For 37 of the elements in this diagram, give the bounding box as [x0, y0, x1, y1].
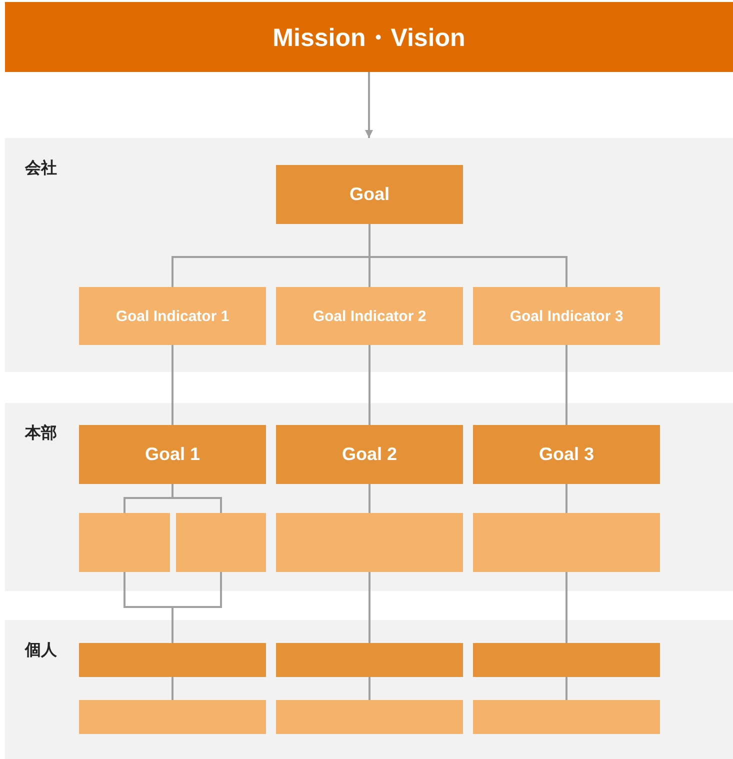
connector-line [172, 345, 174, 425]
connector-line [566, 345, 568, 425]
empty-box [79, 513, 170, 572]
connector-line [566, 677, 568, 700]
level-label: 会社 [25, 158, 57, 179]
empty-box [176, 513, 266, 572]
title-banner: Mission・Vision [5, 2, 733, 72]
empty-bar [276, 643, 463, 677]
connector-line [368, 677, 370, 700]
indicator-box: Goal Indicator 3 [473, 287, 660, 345]
goal-box: Goal 3 [473, 425, 660, 484]
empty-box [473, 513, 660, 572]
empty-bar [79, 643, 266, 677]
level-band [5, 403, 733, 591]
empty-bar [473, 643, 660, 677]
level-band [5, 138, 733, 372]
connector-line [368, 484, 370, 513]
level-label: 本部 [25, 423, 57, 444]
indicator-box: Goal Indicator 2 [276, 287, 463, 345]
indicator-box: Goal Indicator 1 [79, 287, 266, 345]
empty-box [276, 513, 463, 572]
level-band [5, 620, 733, 759]
connector-line [566, 484, 568, 513]
connector-line [368, 345, 370, 425]
empty-bar [79, 700, 266, 734]
level-label: 個人 [25, 641, 57, 661]
empty-bar [473, 700, 660, 734]
arrow [365, 72, 373, 138]
goal-box: Goal 2 [276, 425, 463, 484]
connector-line [566, 572, 568, 643]
connector-line [368, 224, 568, 287]
connector-line [368, 572, 370, 643]
goal-box: Goal [276, 165, 463, 224]
connector-line [172, 677, 174, 700]
goal-box: Goal 1 [79, 425, 266, 484]
empty-bar [276, 700, 463, 734]
connector-line [172, 484, 222, 513]
